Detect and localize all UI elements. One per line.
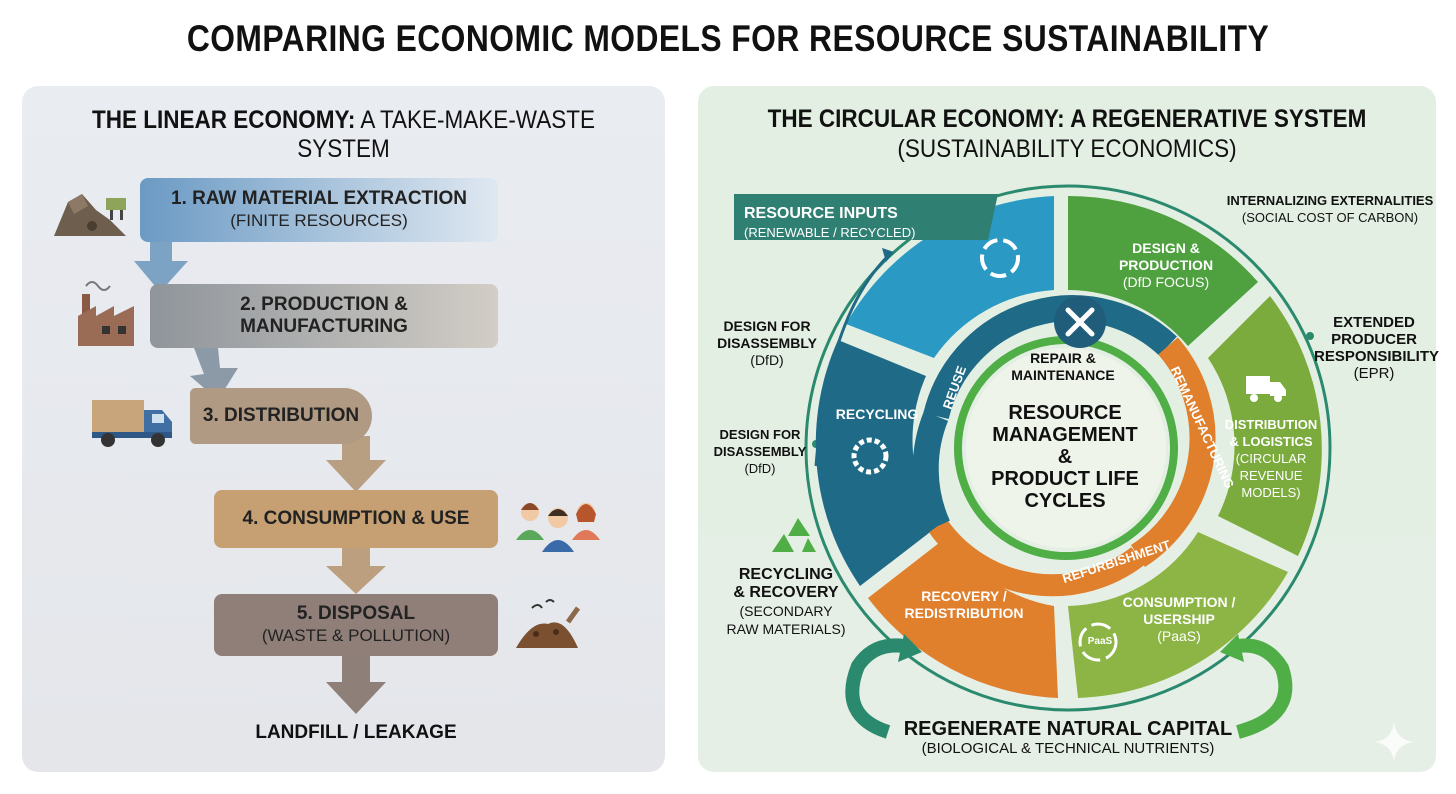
regenerate-right-arrow — [1236, 638, 1293, 739]
outer-ring — [804, 184, 1332, 712]
linear-step-production: 2. PRODUCTION &MANUFACTURING — [150, 284, 498, 348]
linear-flow-arrows — [134, 236, 386, 714]
resource-inputs-banner — [734, 194, 998, 240]
regenerate-label: REGENERATE NATURAL CAPITAL (BIOLOGICAL &… — [903, 718, 1233, 757]
circular-diagram — [734, 184, 1332, 739]
truck-icon-circular — [1246, 376, 1286, 402]
recycle-icon — [772, 518, 816, 552]
paas-badge-text: PaaS — [1087, 636, 1113, 647]
linear-step-consumption: 4. CONSUMPTION & USE — [214, 490, 498, 548]
linear-panel-title: THE LINEAR ECONOMY: A TAKE-MAKE-WASTE SY… — [92, 106, 595, 163]
consumption-usership-label: CONSUMPTION /USERSHIP(PaaS) — [1122, 594, 1236, 644]
cycle-arrows-icon — [980, 238, 1020, 278]
page-title: COMPARING ECONOMIC MODELS FOR RESOURCE S… — [186, 18, 1270, 59]
resource-inputs-label: RESOURCE INPUTS (RENEWABLE / RECYCLED) — [744, 205, 916, 240]
waste-pile-icon — [516, 599, 581, 648]
recovery-redistribution-label: RECOVERY /REDISTRIBUTION — [904, 588, 1024, 621]
factory-icon — [78, 281, 134, 346]
repair-maintenance-label: REPAIR &MAINTENANCE — [1011, 350, 1115, 383]
recycling-segment-label: RECYCLING — [835, 406, 919, 422]
externalities-label: INTERNALIZING EXTERNALITIES(SOCIAL COST … — [1226, 193, 1434, 225]
paas-icon — [1078, 622, 1118, 662]
truck-icon — [92, 400, 172, 447]
landfill-label: LANDFILL / LEAKAGE — [255, 722, 457, 743]
people-icon — [516, 503, 600, 552]
gear-icon — [851, 437, 889, 475]
design-production-label: DESIGN &PRODUCTION(DfD FOCUS) — [1118, 240, 1214, 290]
circular-panel-title: THE CIRCULAR ECONOMY: A REGENERATIVE SYS… — [767, 105, 1367, 163]
mining-icon — [54, 194, 126, 236]
linear-step-extraction: 1. RAW MATERIAL EXTRACTION(FINITE RESOUR… — [140, 178, 498, 242]
linear-step-distribution: 3. DISTRIBUTION — [190, 388, 372, 444]
outer-segments — [815, 195, 1322, 698]
linear-step-disposal: 5. DISPOSAL(WASTE & POLLUTION) — [214, 594, 498, 656]
sparkle-icon — [1374, 722, 1414, 762]
regenerate-left-arrow — [845, 638, 905, 739]
